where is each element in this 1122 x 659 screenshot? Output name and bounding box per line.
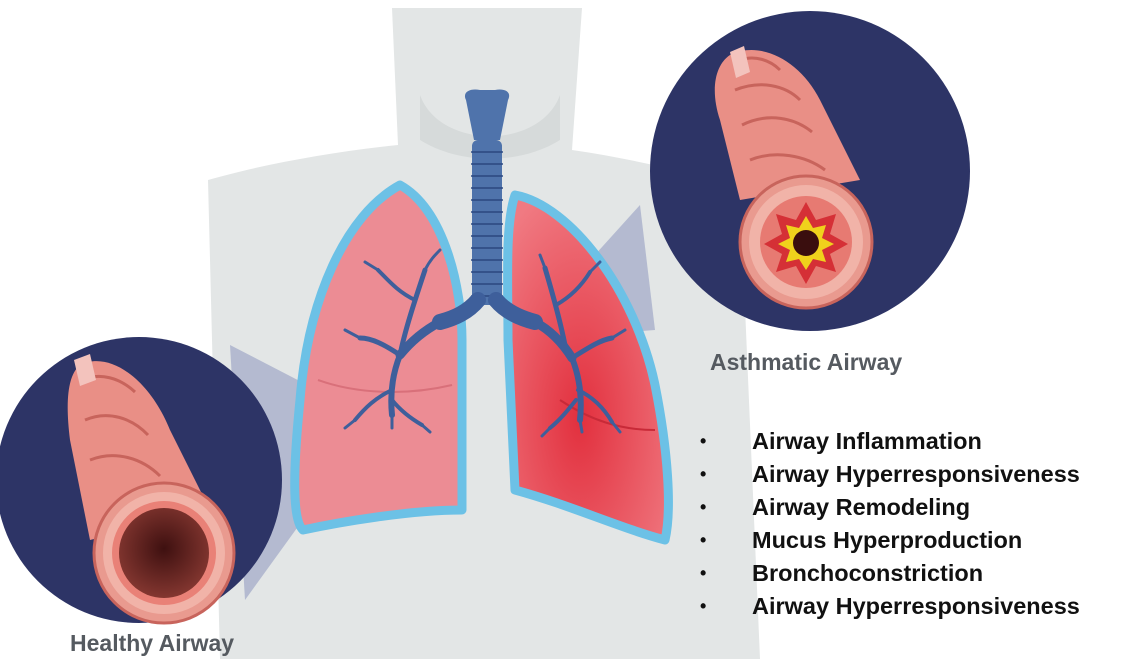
feature-label: Airway Hyperresponsiveness — [752, 461, 1080, 487]
feature-label: Airway Remodeling — [752, 494, 970, 520]
list-item: • Airway Inflammation — [700, 427, 1080, 460]
healthy-airway-label: Healthy Airway — [70, 630, 234, 657]
bullet: • — [700, 526, 706, 554]
healthy-airway-inset — [0, 337, 282, 623]
bullet: • — [700, 592, 706, 620]
list-item: • Airway Remodeling — [700, 493, 1080, 526]
bullet: • — [700, 493, 706, 521]
bullet: • — [700, 460, 706, 488]
bullet: • — [700, 559, 706, 587]
bullet: • — [700, 427, 706, 455]
asthmatic-airway-inset — [650, 11, 970, 331]
asthma-features-list: • Airway Inflammation • Airway Hyperrespon… — [700, 427, 1080, 625]
feature-label: Airway Hyperresponsiveness — [752, 593, 1080, 619]
list-item: • Mucus Hyperproduction — [700, 526, 1080, 559]
list-item: • Bronchoconstriction — [700, 559, 1080, 592]
feature-label: Mucus Hyperproduction — [752, 527, 1022, 553]
asthmatic-airway-label: Asthmatic Airway — [710, 349, 902, 376]
list-item: • Airway Hyperresponsiveness — [700, 592, 1080, 625]
list-item: • Airway Hyperresponsiveness — [700, 460, 1080, 493]
feature-label: Airway Inflammation — [752, 428, 982, 454]
feature-label: Bronchoconstriction — [752, 560, 983, 586]
